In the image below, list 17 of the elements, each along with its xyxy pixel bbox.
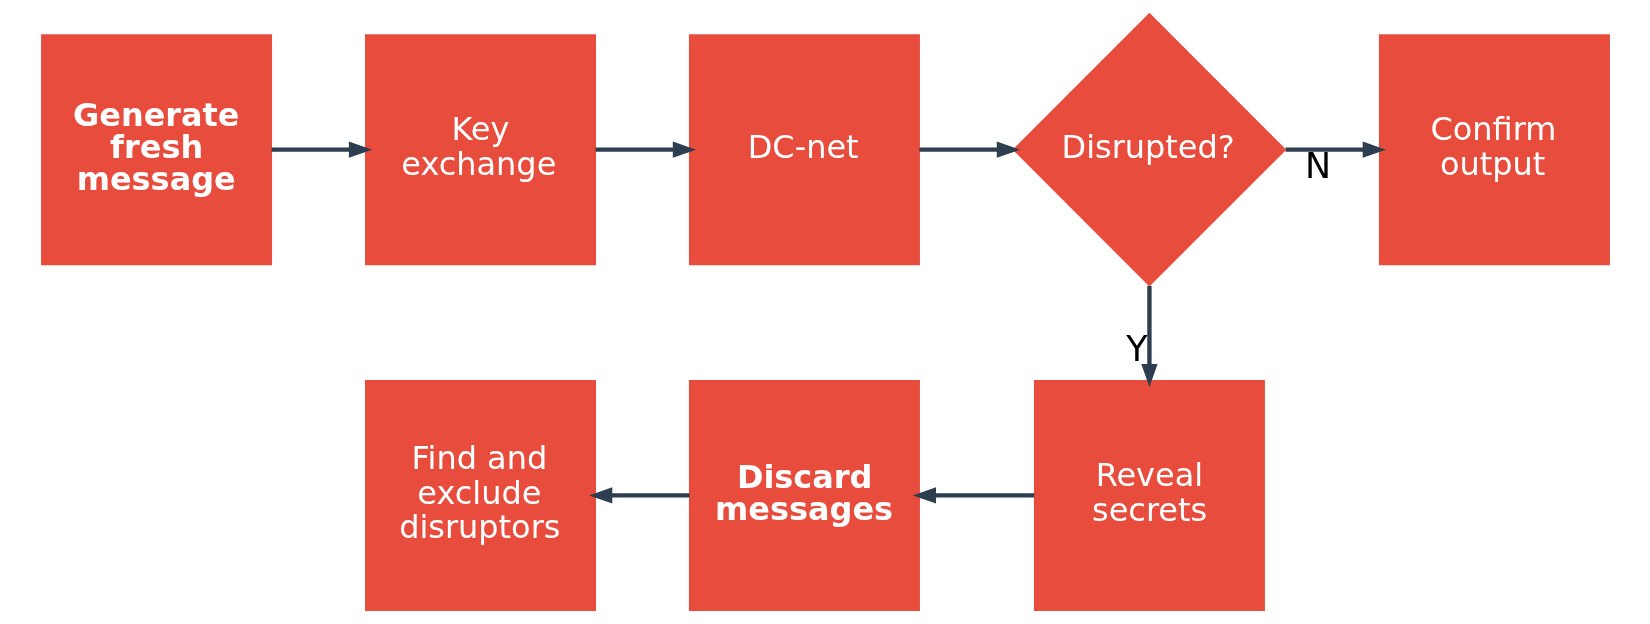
- node-box: Key exchange: [364, 34, 596, 266]
- arrow: [595, 141, 696, 158]
- node-box: Confirm output: [1378, 34, 1610, 266]
- node-box: DC-net: [688, 34, 920, 266]
- arrow: [588, 487, 689, 504]
- node-box: Discard messages: [688, 379, 920, 611]
- arrow: [1285, 141, 1386, 158]
- arrow: [918, 141, 1020, 158]
- node-box: Find and exclude disruptors: [364, 379, 596, 611]
- arrow: [271, 141, 372, 158]
- node-box: Reveal secrets: [1033, 379, 1265, 611]
- arrow: [912, 487, 1034, 504]
- edge-label: N: [1304, 145, 1331, 186]
- node-box: Generate fresh message: [40, 34, 272, 266]
- edge-label: Y: [1125, 329, 1147, 370]
- node-diamond: Disrupted?: [1012, 12, 1286, 287]
- arrow: [1140, 285, 1158, 388]
